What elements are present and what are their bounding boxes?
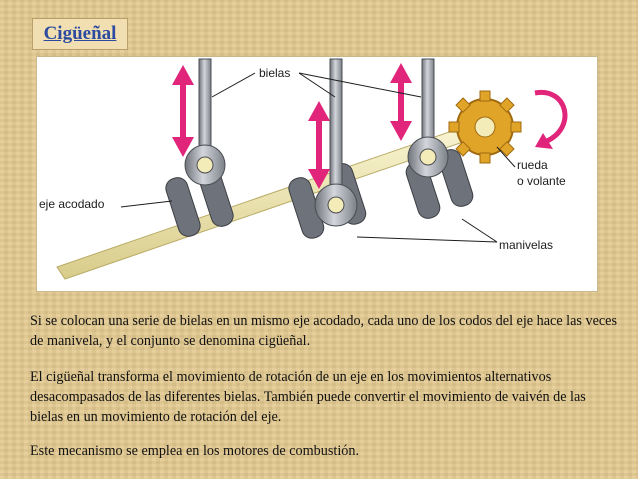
slide-title: Cigüeñal <box>32 18 128 50</box>
vertical-motion-arrows <box>172 63 412 189</box>
crankshaft-illustration: bielas eje acodado rueda o volante maniv… <box>36 56 598 292</box>
label-eje-acodado: eje acodado <box>39 197 105 211</box>
paragraph-usage: Este mecanismo se emplea en los motores … <box>30 443 359 459</box>
label-rueda-line1: rueda <box>517 158 548 172</box>
label-bielas: bielas <box>259 66 290 80</box>
rotation-arrow <box>534 89 568 144</box>
paragraph-definition: Si se colocan una serie de bielas en un … <box>30 313 617 349</box>
label-rueda-line2: o volante <box>517 174 566 188</box>
flywheel-gear <box>448 90 522 164</box>
paragraph-function: El cigüeñal transforma el movimiento de … <box>30 369 586 425</box>
connecting-rods <box>184 58 449 227</box>
label-manivelas: manivelas <box>499 238 553 252</box>
